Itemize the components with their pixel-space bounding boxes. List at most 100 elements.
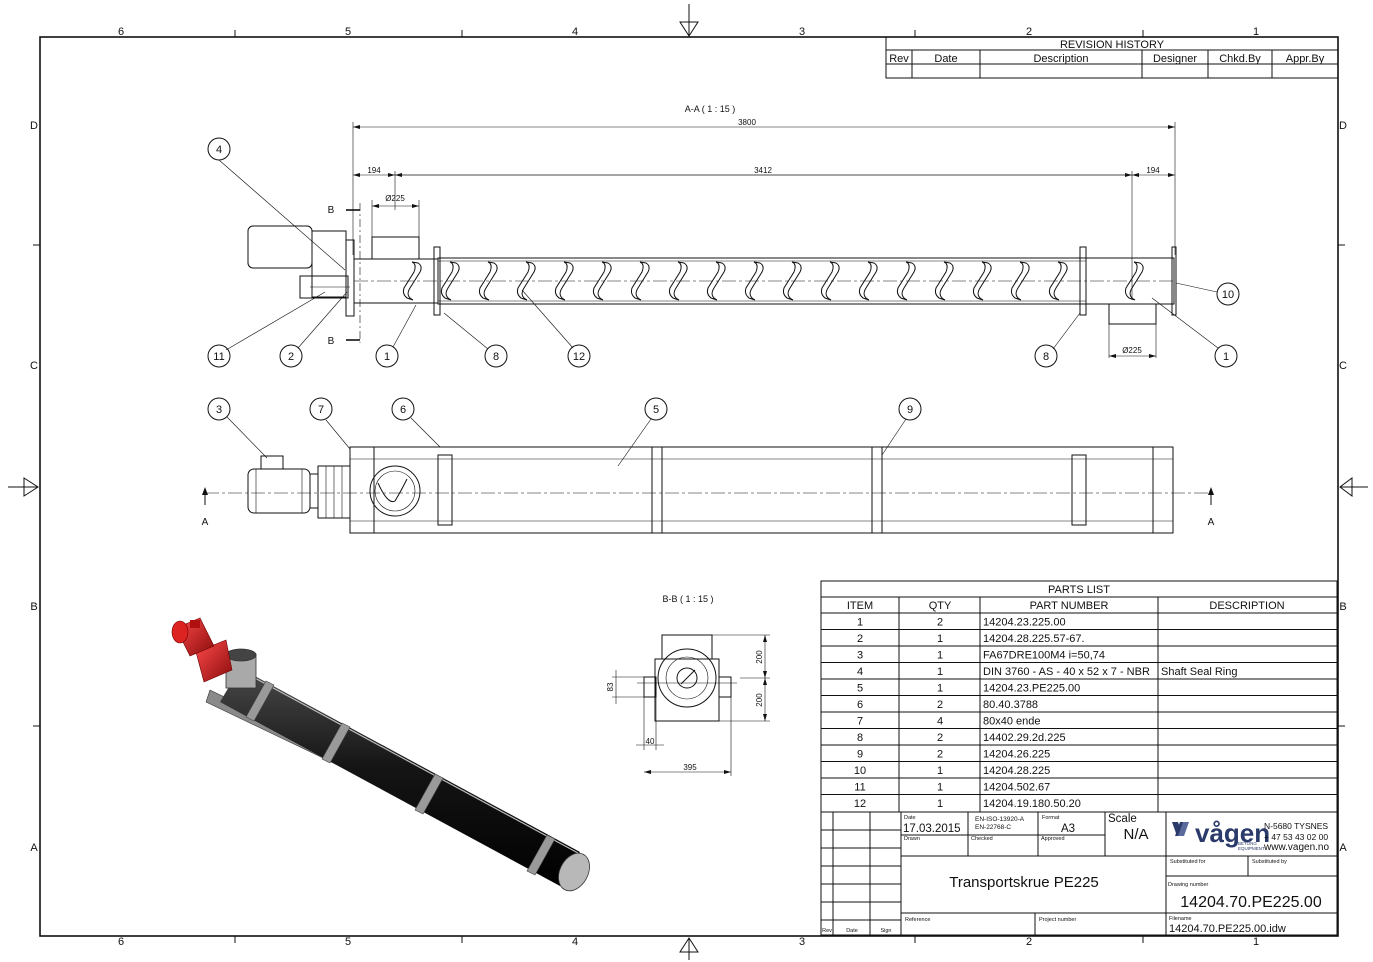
cut-plane-b-markers: B B <box>328 203 361 347</box>
col-4-bottom: 4 <box>572 936 578 948</box>
parts-header-item: ITEM <box>847 600 873 612</box>
section-aa-dimensions: 3800 194 3412 194 Ø225 Ø225 <box>352 118 1176 358</box>
screw-flight <box>402 261 422 301</box>
parts-row-desc: Shaft Seal Ring <box>1161 666 1237 678</box>
parts-row-qty: 1 <box>937 782 943 794</box>
screw-trough <box>433 246 1177 325</box>
balloon-10: 10 <box>1222 289 1234 301</box>
revision-history-table: REVISION HISTORY Rev Date Description De… <box>885 36 1339 79</box>
screw-flight <box>706 261 726 301</box>
balloon-1-left: 1 <box>384 351 390 363</box>
row-c-right: C <box>1339 360 1347 372</box>
conveyor-frame-top <box>349 446 1174 534</box>
checked-by-col-header: Chkd.By <box>1219 53 1261 65</box>
cut-label-a-right: A <box>1208 517 1215 528</box>
parts-row-item: 4 <box>857 666 863 678</box>
rev-strip-sign-label: Sign <box>880 928 891 934</box>
parts-row-item: 8 <box>857 732 863 744</box>
parts-row-qty: 2 <box>937 732 943 744</box>
screw-flight <box>782 261 802 301</box>
parts-row-item: 12 <box>854 798 866 810</box>
screw-flight <box>668 261 688 301</box>
cut-label-b-bottom: B <box>328 336 335 347</box>
screw-flight <box>858 261 878 301</box>
section-view-bb: B-B ( 1 : 15 ) 200 200 83 40 <box>606 594 770 776</box>
designer-col-header: Designer <box>1153 53 1197 65</box>
screw-flight <box>820 261 840 301</box>
parts-list-title: PARTS LIST <box>1048 584 1110 596</box>
screw-flight <box>630 261 650 301</box>
col-1-top: 1 <box>1253 26 1259 38</box>
balloon-12: 12 <box>573 351 585 363</box>
balloon-6: 6 <box>400 404 406 416</box>
scale-label: Scale <box>1108 813 1137 825</box>
description-col-header: Description <box>1033 53 1088 65</box>
screw-flight <box>592 261 612 301</box>
balloon-5: 5 <box>653 404 659 416</box>
col-1-bottom: 1 <box>1253 936 1259 948</box>
parts-row-part: DIN 3760 - AS - 40 x 52 x 7 - NBR <box>983 666 1150 678</box>
row-b-right: B <box>1339 601 1346 613</box>
col-2-top: 2 <box>1026 26 1032 38</box>
dim-right-offset: 194 <box>1146 166 1160 175</box>
project-number-label: Project number <box>1039 917 1076 923</box>
dim-bb-flange-height: 83 <box>606 682 615 691</box>
logo-mark-icon <box>1172 822 1189 836</box>
screw-flight <box>934 261 954 301</box>
parts-row-part: 14204.28.225.57-67. <box>983 633 1085 645</box>
col-6-top: 6 <box>118 26 124 38</box>
standard-2: EN-22768-C <box>975 824 1011 831</box>
substituted-by-label: Substituted by <box>1252 859 1287 865</box>
parts-row-part: FA67DRE100M4 i=50,74 <box>983 650 1105 662</box>
date-col-header: Date <box>934 53 957 65</box>
parts-header-qty: QTY <box>929 600 952 612</box>
parts-row-part: 80x40 ende <box>983 716 1041 728</box>
parts-row-part: 14204.26.225 <box>983 749 1050 761</box>
top-view: A A <box>202 397 1215 534</box>
column-numbers: 6 5 4 3 2 1 6 5 4 3 2 1 <box>118 26 1259 948</box>
rev-strip-rev-label: Rev <box>822 928 832 934</box>
drawing-title: Transportskrue PE225 <box>949 874 1099 891</box>
cut-label-a-left: A <box>202 517 209 528</box>
filename: 14204.70.PE225.00.idw <box>1169 923 1286 935</box>
dim-outlet-diameter: Ø225 <box>1122 346 1142 355</box>
parts-row-item: 11 <box>854 782 865 794</box>
rev-strip-date-label: Date <box>846 928 858 934</box>
format-value: A3 <box>1061 823 1075 835</box>
screw-flight <box>516 261 536 301</box>
section-aa-balloons: 4 11 2 1 8 12 8 1 10 <box>207 137 1240 368</box>
screw-flight <box>1124 261 1144 301</box>
col-5-bottom: 5 <box>345 936 351 948</box>
scale-value: N/A <box>1123 826 1148 843</box>
parts-header-part-number: PART NUMBER <box>1030 600 1109 612</box>
screw-flight <box>972 261 992 301</box>
screw-flight <box>1048 261 1068 301</box>
balloon-8-right: 8 <box>1043 351 1049 363</box>
revision-history-title: REVISION HISTORY <box>1060 39 1165 51</box>
balloon-3: 3 <box>216 404 222 416</box>
parts-list-table: PARTS LIST ITEM QTY PART NUMBER DESCRIPT… <box>820 580 1338 813</box>
col-6-bottom: 6 <box>118 936 124 948</box>
row-d-left: D <box>30 120 38 132</box>
gear-motor-top <box>247 455 351 519</box>
balloon-4: 4 <box>216 144 222 156</box>
balloon-9: 9 <box>907 404 913 416</box>
col-4-top: 4 <box>572 26 578 38</box>
dim-total-length: 3800 <box>738 118 756 127</box>
format-label: Format <box>1042 815 1060 821</box>
substituted-for-label: Substituted for <box>1170 859 1206 865</box>
section-bb-title: B-B ( 1 : 15 ) <box>662 594 713 604</box>
dim-mid-length: 3412 <box>754 166 772 175</box>
parts-row-part: 14204.23.PE225.00 <box>983 683 1080 695</box>
standard-1: EN-ISO-13920-A <box>975 816 1025 823</box>
row-d-right: D <box>1339 120 1347 132</box>
approved-label: Approved <box>1041 836 1065 842</box>
section-aa-title: A-A ( 1 : 15 ) <box>685 104 736 114</box>
top-view-balloons: 3 7 6 5 9 <box>207 397 922 467</box>
checked-label: Checked <box>971 836 993 842</box>
balloon-2: 2 <box>288 351 294 363</box>
balloon-7: 7 <box>318 404 324 416</box>
date-label: Date <box>904 815 916 821</box>
